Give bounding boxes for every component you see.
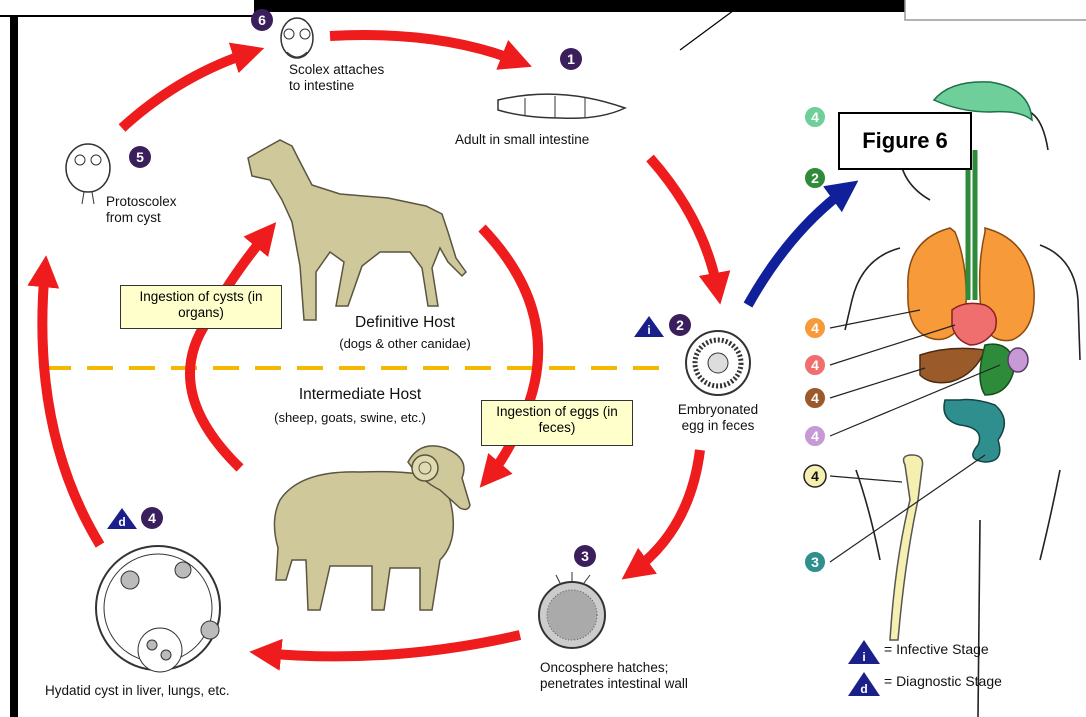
- svg-text:4: 4: [811, 357, 819, 373]
- infective-marker-letter: i: [647, 323, 650, 337]
- stage-4-label: Hydatid cyst in liver, lungs, etc.: [45, 683, 230, 699]
- stage-2-label: Embryonated egg in feces: [658, 402, 778, 434]
- body-marker-small-intestine: 3: [804, 551, 826, 573]
- svg-text:4: 4: [811, 320, 819, 336]
- body-marker-intestine: 2: [804, 167, 826, 189]
- ingestion-eggs-note: Ingestion of eggs (in feces): [481, 400, 633, 446]
- definitive-host-title: Definitive Host: [325, 314, 485, 332]
- ingestion-cysts-note: Ingestion of cysts (in organs): [120, 285, 282, 329]
- body-marker-bone: 4: [804, 465, 826, 487]
- body-marker-kidney: 4: [804, 425, 826, 447]
- svg-text:4: 4: [811, 428, 819, 444]
- legend-diagnostic-letter: d: [860, 682, 867, 696]
- svg-text:4: 4: [811, 468, 819, 484]
- stage-5-label: Protoscolex from cyst: [106, 194, 177, 226]
- badge-1: 1: [560, 48, 582, 70]
- svg-text:3: 3: [581, 548, 589, 564]
- badge-6: 6: [251, 9, 273, 31]
- svg-text:5: 5: [136, 149, 144, 165]
- body-marker-liver: 4: [804, 387, 826, 409]
- stage-3-label: Oncosphere hatches; penetrates intestina…: [540, 660, 688, 692]
- svg-text:4: 4: [811, 109, 819, 125]
- svg-text:4: 4: [811, 390, 819, 406]
- svg-text:3: 3: [811, 554, 819, 570]
- svg-text:2: 2: [676, 317, 684, 333]
- badge-4: 4: [141, 507, 163, 529]
- diagnostic-marker-letter: d: [118, 515, 125, 529]
- body-marker-heart: 4: [804, 354, 826, 376]
- intermediate-host-title: Intermediate Host: [270, 386, 450, 404]
- stage-1-label: Adult in small intestine: [455, 132, 589, 148]
- intermediate-host-subtitle: (sheep, goats, swine, etc.): [240, 410, 460, 425]
- definitive-host-subtitle: (dogs & other canidae): [315, 336, 495, 351]
- svg-text:6: 6: [258, 12, 266, 28]
- body-marker-brain: 4: [804, 106, 826, 128]
- stage-6-label: Scolex attaches to intestine: [289, 62, 384, 94]
- legend-infective-text: = Infective Stage: [884, 641, 989, 657]
- legend-infective-letter: i: [862, 650, 865, 664]
- badge-3: 3: [574, 545, 596, 567]
- badge-2: 2: [669, 314, 691, 336]
- body-marker-lungs: 4: [804, 317, 826, 339]
- svg-text:1: 1: [567, 51, 575, 67]
- badge-5: 5: [129, 146, 151, 168]
- svg-text:2: 2: [811, 170, 819, 186]
- legend-diagnostic-text: = Diagnostic Stage: [884, 673, 1002, 689]
- svg-text:4: 4: [148, 510, 156, 526]
